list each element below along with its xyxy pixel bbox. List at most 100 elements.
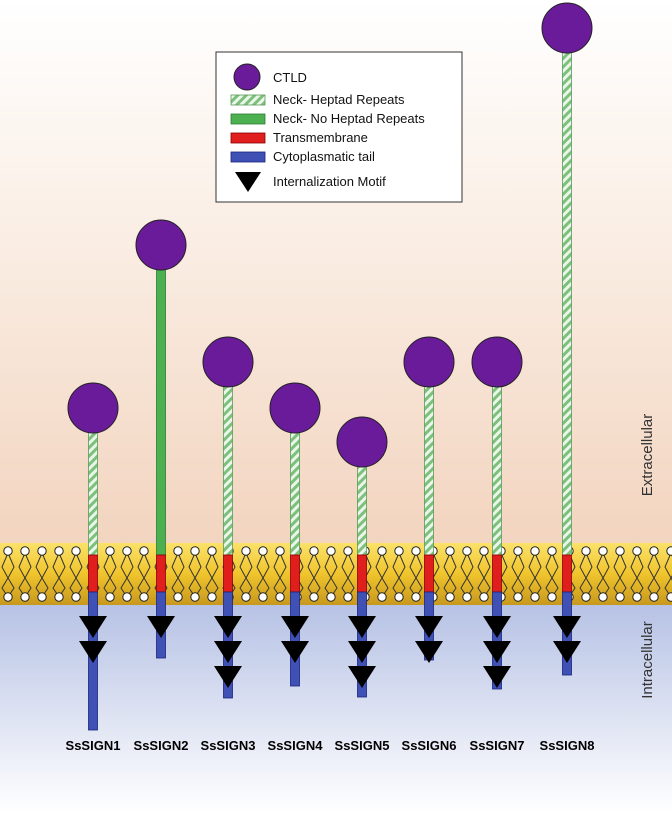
legend-label-cyto-tail: Cytoplasmatic tail xyxy=(273,149,375,164)
lipid-head xyxy=(479,592,489,602)
lipid-head xyxy=(71,592,81,602)
lipid-tail xyxy=(324,552,338,598)
lipid-head xyxy=(54,592,64,602)
ctld-domain xyxy=(403,336,455,388)
lipid-head xyxy=(139,546,149,556)
lipid-head xyxy=(377,546,387,556)
lipid-tail xyxy=(69,552,83,598)
ctld-domain xyxy=(336,416,388,468)
intracellular-label: Intracellular xyxy=(639,621,656,699)
lipid-head xyxy=(377,592,387,602)
protein-label: SsSIGN2 xyxy=(134,738,189,753)
lipid-head xyxy=(462,546,472,556)
internalization-motif-icon xyxy=(348,616,376,638)
lipid-head xyxy=(207,546,217,556)
lipid-tail xyxy=(239,552,253,598)
lipid-head xyxy=(173,546,183,556)
lipid-tail xyxy=(171,552,185,598)
ctld-legend-icon xyxy=(233,63,261,91)
protein-sssign6 xyxy=(403,336,455,663)
lipid-head xyxy=(3,592,13,602)
lipid-head xyxy=(326,592,336,602)
legend-label-transmembrane: Transmembrane xyxy=(273,130,368,145)
ctld-domain xyxy=(269,382,321,434)
lipid-head xyxy=(309,592,319,602)
lipid-head xyxy=(445,592,455,602)
protein-label: SsSIGN1 xyxy=(66,738,121,753)
lipid-head xyxy=(241,546,251,556)
ctld-domain xyxy=(541,2,593,54)
lipid-head xyxy=(20,592,30,602)
lipid-tail xyxy=(52,552,66,598)
lipid-head xyxy=(258,546,268,556)
lipid-head xyxy=(632,592,642,602)
neck-heptad-repeats xyxy=(492,384,502,556)
protein-label: SsSIGN7 xyxy=(470,738,525,753)
lipid-tail xyxy=(443,552,457,598)
lipid-head xyxy=(105,546,115,556)
transmembrane-domain xyxy=(357,554,367,593)
internalization-motif-icon xyxy=(147,616,175,638)
neck-heptad-repeats xyxy=(424,384,434,556)
lipid-tail xyxy=(137,552,151,598)
cyto-tail-legend-icon xyxy=(230,151,266,163)
lipid-head xyxy=(190,592,200,602)
lipid-head xyxy=(530,546,540,556)
lipid-tail xyxy=(613,552,627,598)
lipid-head xyxy=(343,546,353,556)
transmembrane-domain xyxy=(88,554,98,593)
protein-label: SsSIGN3 xyxy=(201,738,256,753)
lipid-head xyxy=(275,546,285,556)
neck-no-heptad-repeats xyxy=(156,267,166,556)
legend-label-neck-heptad: Neck- Heptad Repeats xyxy=(273,92,405,107)
lipid-head xyxy=(173,592,183,602)
lipid-head xyxy=(547,592,557,602)
internalization-motif-icon xyxy=(79,641,107,663)
lipid-head xyxy=(190,546,200,556)
lipid-tail xyxy=(273,552,287,598)
transmembrane-domain xyxy=(492,554,502,593)
protein-sssign3 xyxy=(202,336,254,699)
legend: CTLD Neck- Heptad Repeats Neck- No Hepta… xyxy=(215,51,463,203)
lipid-head xyxy=(139,592,149,602)
lipid-tail xyxy=(664,552,672,598)
lipid-tail xyxy=(86,552,100,598)
protein-sssign7 xyxy=(471,336,523,690)
internalization-motif-icon xyxy=(483,616,511,638)
protein-label: SsSIGN8 xyxy=(540,738,595,753)
transmembrane-domain xyxy=(562,554,572,593)
legend-label-internalization: Internalization Motif xyxy=(273,174,386,189)
protein-sssign1 xyxy=(67,382,119,731)
protein-sssign8 xyxy=(541,2,593,676)
lipid-head xyxy=(71,546,81,556)
lipid-tail xyxy=(545,552,559,598)
internalization-motif-icon xyxy=(415,616,443,638)
internalization-motif-legend-icon xyxy=(235,172,261,192)
internalization-motif-icon xyxy=(214,641,242,663)
ctld-domain xyxy=(135,219,187,271)
lipid-head xyxy=(241,592,251,602)
lipid-head xyxy=(122,546,132,556)
lipid-head xyxy=(394,592,404,602)
lipid-head xyxy=(615,592,625,602)
protein-sssign2 xyxy=(135,219,187,659)
lipid-head xyxy=(411,592,421,602)
lipid-tail xyxy=(103,552,117,598)
protein-sssign4 xyxy=(269,382,321,687)
lipid-tail xyxy=(375,552,389,598)
lipid-head xyxy=(394,546,404,556)
lipid-tail xyxy=(511,552,525,598)
ctld-domain xyxy=(67,382,119,434)
neck-heptad-repeats xyxy=(88,430,98,556)
lipid-head xyxy=(598,592,608,602)
lipid-head xyxy=(615,546,625,556)
lipid-tail xyxy=(596,552,610,598)
lipid-head xyxy=(581,546,591,556)
protein-label: SsSIGN6 xyxy=(402,738,457,753)
lipid-head xyxy=(20,546,30,556)
internalization-motif-icon xyxy=(483,641,511,663)
lipid-head xyxy=(326,546,336,556)
